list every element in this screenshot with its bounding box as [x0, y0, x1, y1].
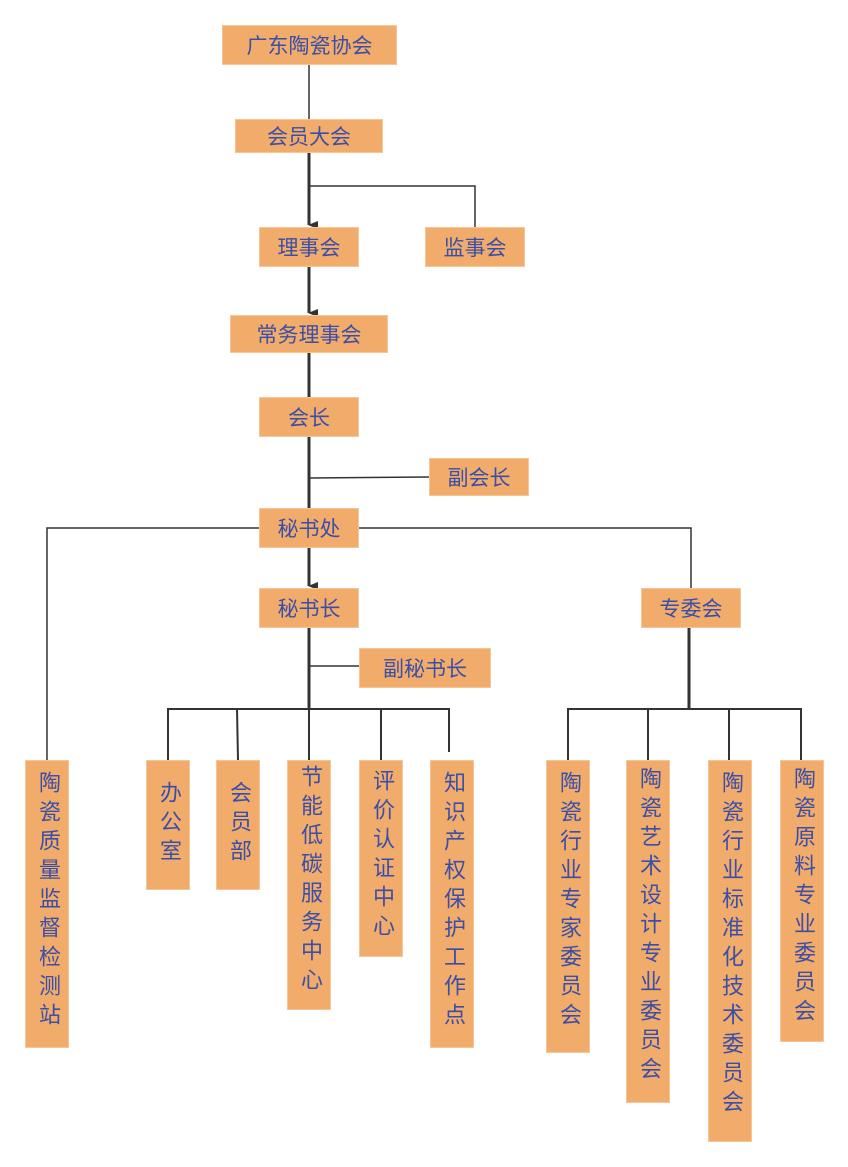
node-raw-material-committee: 陶瓷原料专业委员会: [780, 760, 824, 1042]
line-vice-president: [308, 476, 430, 479]
node-council: 理事会: [259, 227, 359, 267]
node-president: 会长: [259, 397, 359, 437]
node-supervisory-board: 监事会: [425, 227, 525, 267]
node-standardization-committee: 陶瓷行业标准化技术委员会: [708, 760, 752, 1142]
node-certification-center: 评价认证中心: [359, 760, 403, 957]
node-quality-station: 陶瓷质量监督检测站: [25, 760, 69, 1048]
line-committees-bus: [567, 708, 802, 760]
node-membership-dept: 会员部: [216, 760, 260, 890]
node-secretariat: 秘书处: [259, 508, 359, 548]
node-secretary-general: 秘书长: [259, 588, 359, 628]
node-art-design-committee: 陶瓷艺术设计专业委员会: [626, 760, 670, 1103]
node-special-committees: 专委会: [641, 588, 741, 628]
node-general-assembly: 会员大会: [235, 119, 383, 153]
node-vice-president: 副会长: [429, 458, 529, 496]
line-special-committees: [359, 527, 692, 588]
node-deputy-secretary-general: 副秘书长: [359, 648, 491, 688]
node-standing-council: 常务理事会: [230, 315, 388, 353]
node-ip-point: 知识产权保护工作点: [430, 760, 474, 1048]
node-office: 办公室: [146, 760, 190, 890]
node-energy-center: 节能低碳服务中心: [287, 760, 331, 1010]
line-quality-station: [46, 527, 259, 760]
node-association: 广东陶瓷协会: [222, 25, 397, 65]
node-expert-committee: 陶瓷行业专家委员会: [546, 760, 590, 1053]
line-supervisory: [309, 185, 476, 227]
